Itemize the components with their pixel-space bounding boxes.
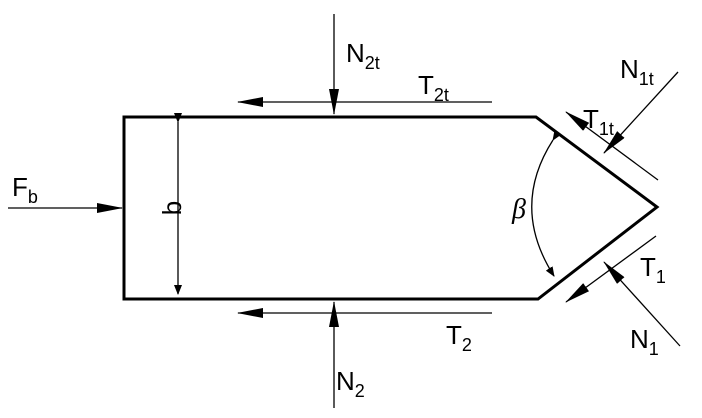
n1t-label: N1t: [620, 54, 654, 89]
n1-force-arrow: [603, 261, 681, 347]
fb-label: Fb: [12, 172, 38, 207]
b-dimension-label: b: [157, 201, 187, 215]
t2t-label: T2t: [418, 70, 449, 105]
n1t-force-arrow: [603, 71, 679, 154]
beta-angle-arc: [531, 130, 562, 277]
t1t-label: T1t: [583, 104, 614, 139]
t1t-force-arrow: [565, 111, 659, 181]
n2-label: N2: [336, 366, 365, 401]
beta-angle-label: β: [511, 194, 526, 225]
n1-label: N1: [630, 324, 659, 359]
t1-label: T1: [640, 252, 666, 287]
t2-label: T2: [446, 320, 472, 355]
n2t-label: N2t: [346, 38, 380, 73]
wedge-body-outline: [122, 115, 660, 301]
